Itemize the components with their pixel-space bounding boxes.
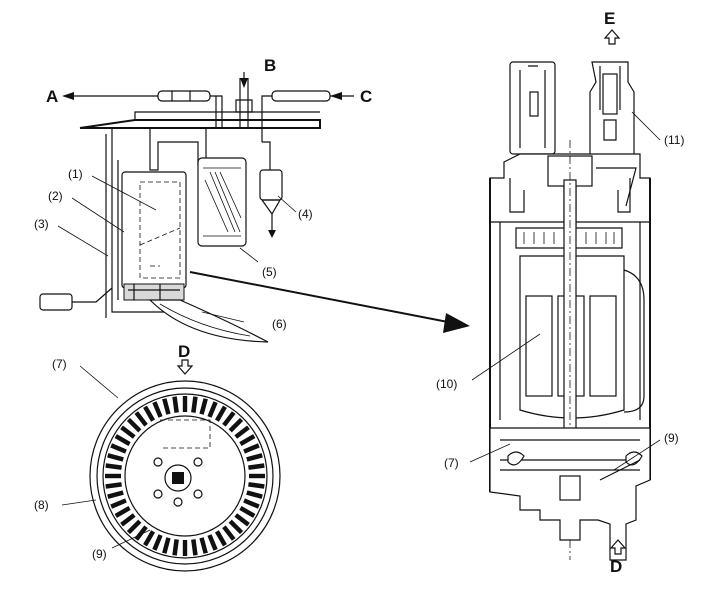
impeller-tooth [114,434,131,446]
impeller-tooth [222,411,236,427]
label-d-top: D [178,342,190,361]
text-labels: A B C D E D (1) (2) (3) (4) (5) (6) (7) … [34,9,684,576]
impeller-tooth [248,482,265,489]
impeller-tooth [228,519,244,535]
impeller-tooth [199,537,208,554]
impeller-tooth [107,490,124,499]
label-part-10: (10) [436,377,457,391]
label-d-bottom: D [610,557,622,576]
impeller-tooth [105,482,122,489]
label-e: E [604,9,615,28]
impeller-tooth [199,398,208,415]
label-part-3: (3) [34,217,49,231]
impeller-tooth [248,463,265,470]
label-part-2: (2) [48,189,63,203]
impeller-tooth [110,498,127,509]
pump-assembly [39,78,331,343]
impeller-tooth [243,443,260,454]
flow-arrows [62,29,627,555]
impeller-tooth [105,463,122,470]
label-part-8: (8) [34,498,49,512]
label-part-7-right: (7) [444,456,459,470]
impeller-tooth [191,539,198,556]
impeller-tooth [246,453,263,462]
impeller-tooth [243,498,260,509]
impeller-tooth [207,401,218,418]
impeller-tooth [120,425,136,439]
impeller-tooth [105,473,121,479]
label-part-1: (1) [68,167,83,181]
label-part-6: (6) [272,317,287,331]
impeller-tooth [143,530,155,547]
label-part-7-left: (7) [52,357,67,371]
impeller-tooth [182,540,188,556]
impeller-tooth [207,534,218,551]
impeller-tooth [172,396,179,413]
label-c: C [360,87,372,106]
impeller-tooth [134,525,148,541]
impeller-tooth [143,405,155,422]
label-part-4: (4) [298,207,313,221]
impeller-tooth [215,405,227,422]
label-part-11: (11) [664,133,684,147]
pump-cross-section [489,61,651,561]
impeller-plan-view [89,380,281,572]
impeller-tooth [172,539,179,556]
impeller-tooth [246,490,263,499]
impeller-tooth [182,396,188,412]
impeller-tooth [134,411,148,427]
impeller-tooth [162,398,171,415]
impeller-tooth [191,396,198,413]
impeller-tooth [114,506,131,518]
impeller-tooth [126,519,142,535]
impeller-tooth [228,417,244,433]
label-a: A [46,87,58,106]
impeller-tooth [162,537,171,554]
label-part-9-right: (9) [664,431,679,445]
impeller-tooth [152,534,163,551]
impeller-tooth [239,434,256,446]
impeller-tooth [126,417,142,433]
impeller-tooth [120,513,136,527]
impeller-tooth [107,453,124,462]
label-b: B [264,56,276,75]
impeller-tooth [239,506,256,518]
connecting-arrow [189,271,470,333]
impeller-tooth [222,525,236,541]
impeller-tooth [215,530,227,547]
label-part-5: (5) [262,265,277,279]
label-part-9-left: (9) [92,547,107,561]
impeller-tooth [249,473,265,479]
impeller-tooth [234,513,250,527]
impeller-tooth [110,443,127,454]
leader-lines [57,111,661,549]
impeller-tooth [234,425,250,439]
impeller-tooth [152,401,163,418]
